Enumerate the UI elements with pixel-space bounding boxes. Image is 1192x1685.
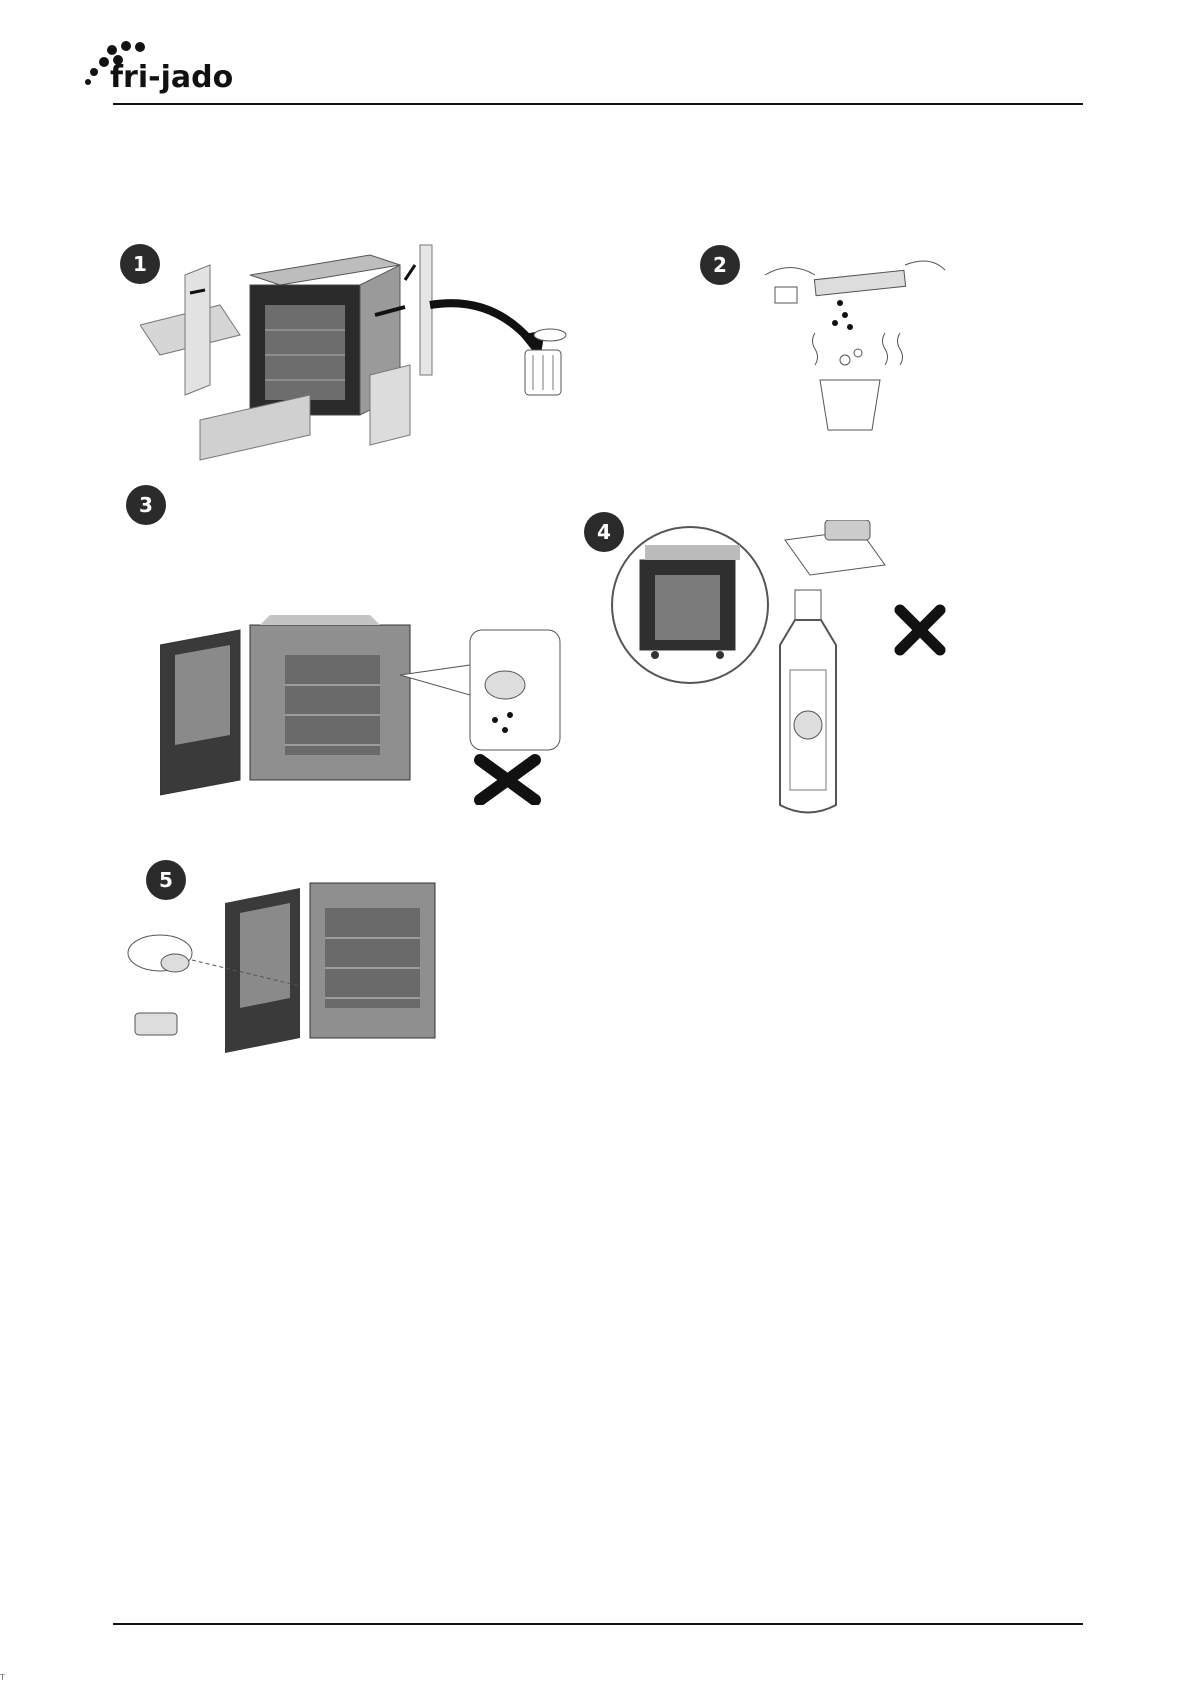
footer-note: T <box>0 1673 5 1682</box>
clean-door-with-sponge-icon <box>120 878 440 1058</box>
unpacking-remove-packaging-icon <box>140 235 630 475</box>
header-rule <box>113 103 1083 105</box>
do-not-use-aggressive-cleaner-icon <box>610 520 950 820</box>
brand-name: fri-jado <box>110 60 233 95</box>
step-badge-2: 2 <box>700 245 740 285</box>
do-not-clean-with-wet-cloth-icon <box>160 615 570 805</box>
footer-rule <box>113 1623 1083 1625</box>
step-badge-3: 3 <box>126 485 166 525</box>
clean-shelves-in-hot-water-icon <box>760 245 950 435</box>
